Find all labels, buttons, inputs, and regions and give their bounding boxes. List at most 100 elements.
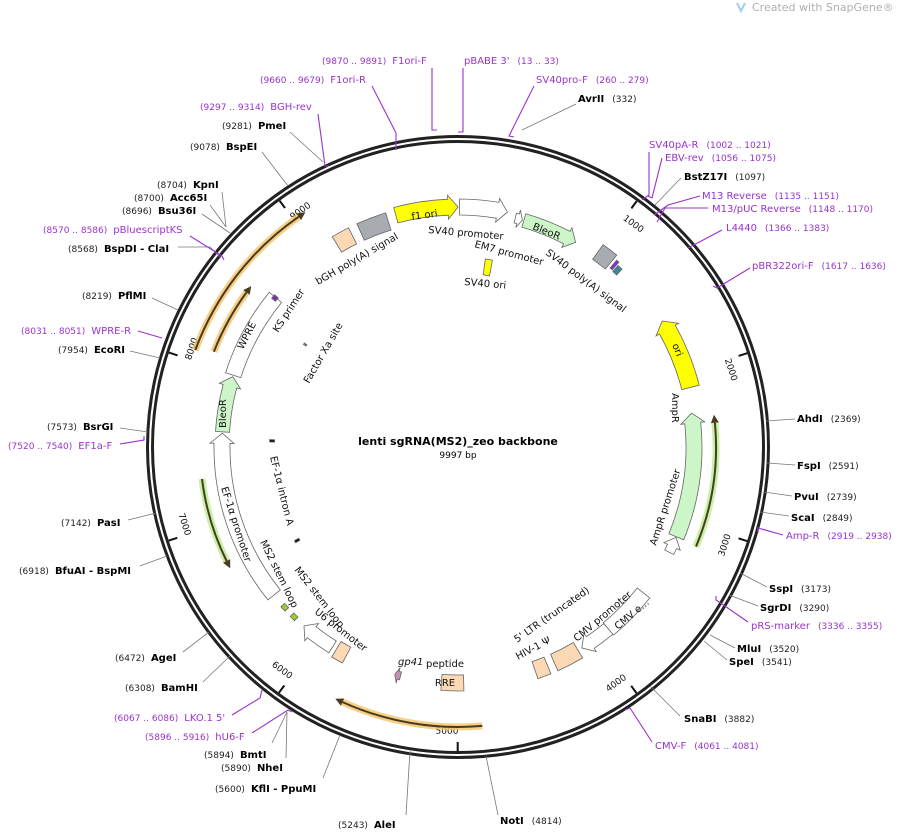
feature-ms2-stem-loop[interactable]	[280, 602, 290, 612]
feature-ampr[interactable]	[668, 412, 706, 541]
restriction-site-name: FspI	[797, 461, 821, 472]
orf-arrow[interactable]	[692, 414, 720, 548]
primer-label[interactable]: SV40pro-F(260 .. 279)	[536, 75, 649, 86]
restriction-site-label[interactable]: (5890)NheI	[221, 763, 283, 774]
restriction-site-label[interactable]: (7573)BsrGI	[47, 422, 113, 433]
restriction-site-name: SnaBI	[684, 714, 716, 725]
restriction-site-name: AgeI	[151, 653, 176, 664]
restriction-site-label[interactable]: (8704)KpnI	[157, 180, 219, 191]
primer-label[interactable]: pBABE 3'(13 .. 33)	[464, 56, 559, 67]
feature-u6-promoter[interactable]	[303, 622, 337, 654]
feature-ampr-promoter[interactable]	[662, 536, 681, 556]
primer-label[interactable]: pBR322ori-F(1617 .. 1636)	[752, 261, 886, 272]
restriction-site-label[interactable]: SspI(3173)	[769, 584, 831, 595]
restriction-site-label[interactable]: ScaI(2849)	[791, 513, 853, 524]
orf-arrow[interactable]	[192, 212, 306, 352]
primer-leader-line	[624, 707, 653, 743]
feature-bgh-polya[interactable]	[356, 212, 392, 241]
feature-sv40-polya[interactable]	[592, 244, 618, 270]
restriction-site-name: BmtI	[240, 750, 267, 761]
primer-name: pBluescriptKS	[113, 225, 182, 236]
feature-em7-promoter[interactable]	[513, 210, 523, 228]
tick-label: 5000	[436, 727, 459, 737]
restriction-site-position: (5600)	[215, 785, 245, 795]
restriction-site-label[interactable]: (7142)PasI	[61, 518, 120, 529]
feature-gp41-peptide[interactable]	[394, 667, 402, 684]
restriction-site-position: (7954)	[58, 346, 88, 356]
primer-label[interactable]: (8031 .. 8051)WPRE-R	[21, 326, 131, 337]
restriction-site-label[interactable]: (8568)BspDI - ClaI	[68, 244, 169, 255]
primer-label[interactable]: CMV-F (4061 .. 4081)	[655, 741, 759, 752]
feature-factor-xa[interactable]	[302, 342, 308, 347]
feature-ori[interactable]	[655, 320, 700, 391]
restriction-site-label[interactable]: SnaBI(3882)	[684, 714, 754, 725]
orf-arrow[interactable]	[335, 698, 483, 731]
primer-label[interactable]: L4440(1366 .. 1383)	[726, 223, 829, 234]
primer-leader-line	[251, 709, 293, 734]
feature-f1-ori[interactable]	[393, 194, 459, 224]
restriction-site-label[interactable]: (9281)PmeI	[222, 121, 286, 132]
restriction-site-label[interactable]: (5894)BmtI	[204, 750, 266, 761]
restriction-site-label[interactable]: AhdI(2369)	[797, 414, 861, 425]
restriction-site-label[interactable]: SgrDI(3290)	[760, 603, 829, 614]
feature-ef1a-promoter[interactable]	[208, 432, 281, 601]
feature-5-ltr[interactable]	[550, 641, 584, 672]
primer-label[interactable]: EBV-rev(1056 .. 1075)	[665, 153, 776, 164]
feature-cmv-promoter[interactable]	[581, 623, 614, 653]
restriction-site-label[interactable]: BstZ17I(1097)	[684, 172, 765, 183]
restriction-site-label[interactable]: (6472)AgeI	[115, 653, 176, 664]
restriction-site-label[interactable]: MluI(3520)	[737, 644, 799, 655]
feature-ks-primer[interactable]	[271, 294, 279, 302]
primer-name: CMV-F	[655, 741, 686, 752]
primer-label[interactable]: (9660 .. 9679)F1ori-R	[260, 75, 366, 86]
restriction-site-label[interactable]: (6918)BfuAI - BspMI	[19, 566, 131, 577]
restriction-site-label[interactable]: SpeI(3541)	[729, 657, 792, 668]
restriction-site-name: Bsu36I	[158, 206, 196, 217]
primer-label[interactable]: (9297 .. 9314)BGH-rev	[200, 102, 312, 113]
primer-label[interactable]: SV40pA-R(1002 .. 1021)	[649, 140, 771, 151]
label-bgh-polya: bGH poly(A) signal	[314, 231, 400, 287]
restriction-site-label[interactable]: PvuI(2739)	[794, 492, 857, 503]
feature-hiv-psi[interactable]	[531, 656, 552, 680]
restriction-site-position: (3290)	[799, 604, 829, 614]
feature-ms2-stem-loop[interactable]	[289, 612, 299, 622]
primer-label[interactable]: (8570 .. 8586)pBluescriptKS	[43, 225, 183, 236]
primer-label[interactable]: Amp-R(2919 .. 2938)	[786, 531, 892, 542]
feature-u6-box[interactable]	[331, 640, 352, 664]
feature-sv40-promoter[interactable]	[459, 197, 508, 224]
restriction-site-label[interactable]: (8700)Acc65I	[134, 193, 207, 204]
primer-label[interactable]: pRS-marker(3336 .. 3355)	[751, 621, 882, 632]
primer-label[interactable]: M13/pUC Reverse(1148 .. 1170)	[712, 204, 873, 215]
primer-position: (4061 .. 4081)	[694, 742, 758, 752]
restriction-site-label[interactable]: (6308)BamHI	[125, 683, 198, 694]
feature-rre[interactable]	[440, 673, 465, 692]
restriction-site-label[interactable]: (8219)PflMI	[82, 291, 146, 302]
feature-bleor-left[interactable]	[215, 376, 242, 433]
restriction-site-label[interactable]: (5243)AleI	[338, 820, 396, 831]
primer-label[interactable]: (5896 .. 5916)hU6-F	[145, 732, 245, 743]
feature-small-marker[interactable]	[609, 259, 620, 271]
restriction-site-label[interactable]: AvrII(332)	[578, 94, 636, 105]
primer-label[interactable]: (9870 .. 9891)F1ori-F	[322, 56, 427, 67]
primer-label[interactable]: (7520 .. 7540)EF1a-F	[8, 441, 112, 452]
restriction-site-label[interactable]: (8696)Bsu36I	[122, 206, 196, 217]
restriction-site-label[interactable]: (5600)KflI - PpuMI	[215, 784, 316, 795]
feature-bleor-top[interactable]	[521, 213, 577, 249]
restriction-site-label[interactable]: (7954)EcoRI	[58, 345, 125, 356]
restriction-site-label[interactable]: (9078)BspEI	[190, 142, 257, 153]
feature-small-marker[interactable]	[612, 264, 623, 276]
feature-bgh-box[interactable]	[331, 227, 358, 253]
orf-arrow[interactable]	[198, 478, 231, 569]
primer-label[interactable]: (6067 .. 6086)LKO.1 5'	[114, 713, 225, 724]
feature-sv40-ori[interactable]	[482, 258, 493, 277]
restriction-site-label[interactable]: FspI(2591)	[797, 461, 859, 472]
primer-label[interactable]: M13 Reverse(1135 .. 1151)	[702, 191, 839, 202]
primer-position: (13 .. 33)	[518, 57, 559, 67]
label-bleor-left: BleoR	[218, 399, 229, 428]
primer-position: (1148 .. 1170)	[809, 205, 873, 215]
tick-mark	[738, 537, 748, 543]
restriction-site-label[interactable]: NotI(4814)	[500, 816, 562, 827]
orf-arrow[interactable]	[210, 286, 252, 353]
tick-mark	[168, 536, 178, 542]
map-length: 9997 bp	[439, 451, 476, 461]
